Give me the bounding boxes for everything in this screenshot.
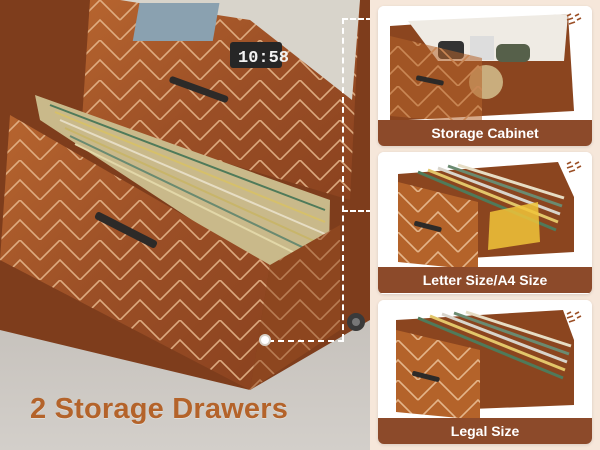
connector-line: [342, 18, 344, 340]
card-label: Letter Size/A4 Size: [378, 267, 592, 293]
connector-line: [342, 18, 372, 20]
card-label: Storage Cabinet: [378, 120, 592, 146]
storage-cabinet-card: Storage Cabinet: [378, 6, 592, 146]
legal-size-card: Legal Size: [378, 300, 592, 444]
connector-dot: [259, 334, 271, 346]
connector-line: [268, 340, 344, 342]
sound-wave-icon: [566, 13, 582, 25]
headline: 2 Storage Drawers: [30, 393, 289, 425]
sound-wave-icon: [566, 311, 582, 323]
card-label: Legal Size: [378, 418, 592, 444]
clock-display: 10:58: [238, 49, 289, 68]
letter-size-card: Letter Size/A4 Size: [378, 152, 592, 294]
sound-wave-icon: [566, 161, 582, 173]
connector-line: [342, 210, 372, 212]
